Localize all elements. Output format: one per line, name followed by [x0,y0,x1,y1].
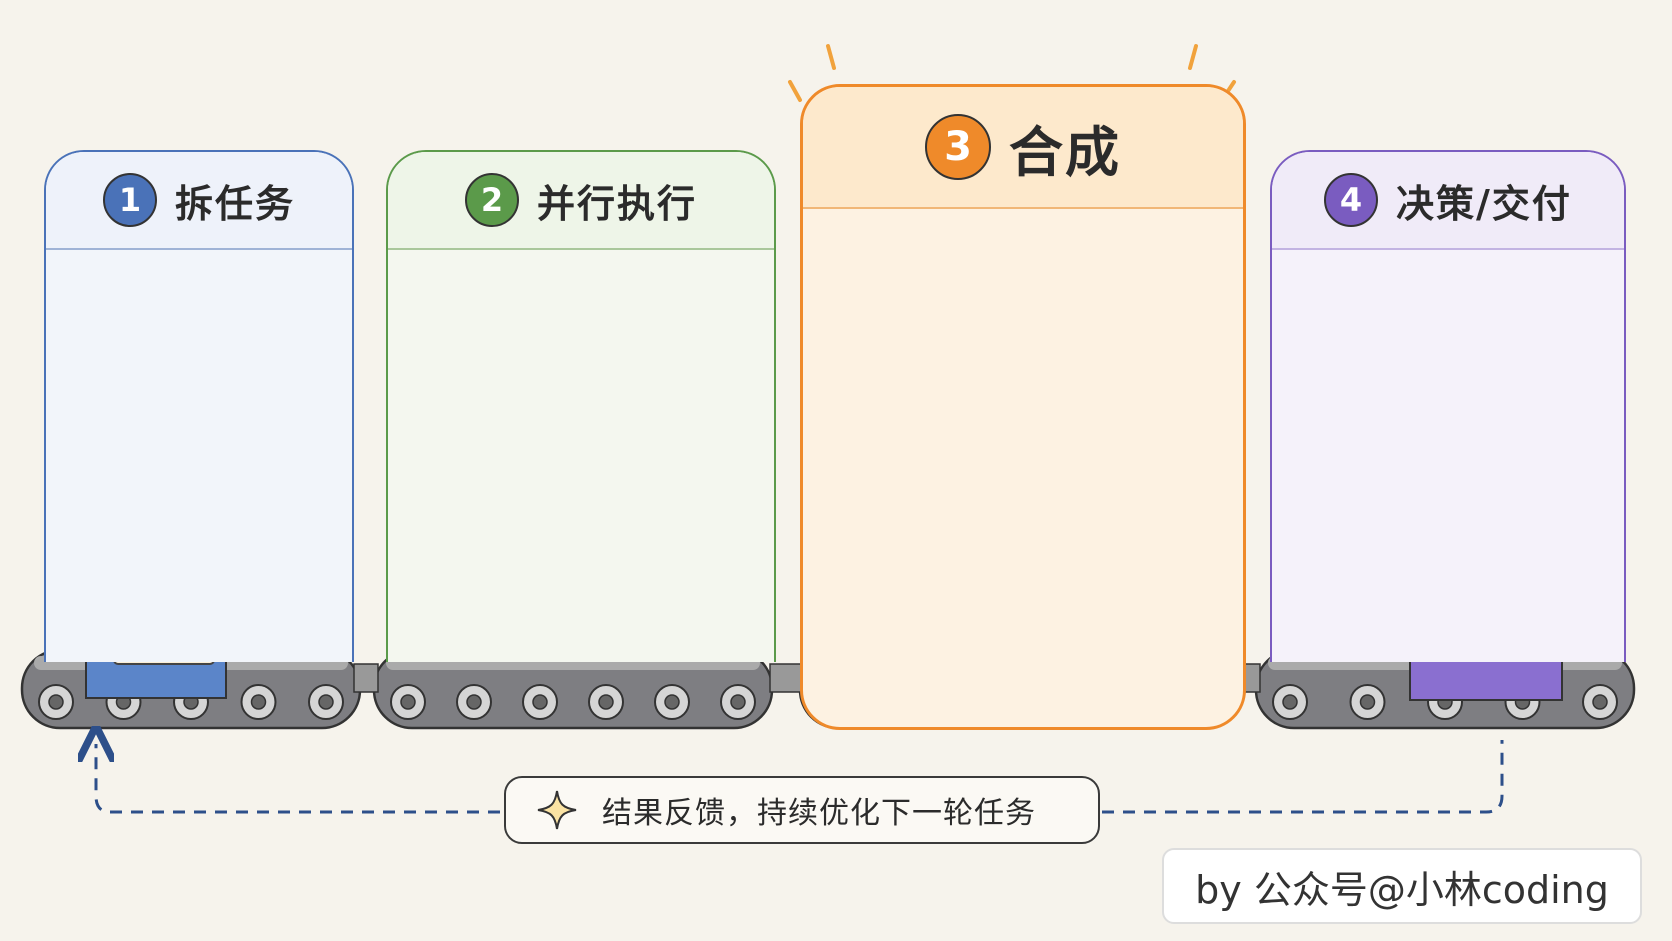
roller-hub [48,694,64,710]
roller-hub [664,694,680,710]
step-title: 拆任务 [174,181,295,226]
roller-hub [318,694,334,710]
roller-hub [730,694,746,710]
step-number-badge: 1 [102,173,157,227]
roller-hub [1592,694,1608,710]
step-number-badge: 2 [464,173,519,227]
feedback-loop-arrow [96,744,500,814]
sparkle-icon [537,790,577,830]
glow-ray [788,80,802,102]
belt-joint [769,663,805,693]
step-title: 并行执行 [536,181,697,226]
roller-hub [1282,694,1298,710]
conveyor-belt [372,648,774,730]
panel-decide-deliver: 4 决策/交付 [1270,150,1626,662]
feedback-text: 结果反馈，持续优化下一轮任务 [602,796,1036,831]
step-number-badge: 4 [1324,173,1379,227]
panel-header: 2 并行执行 [388,152,774,250]
roller-hub [532,694,548,710]
roller-hub [250,694,267,710]
step-title: 合成 [1009,120,1121,184]
credit-label: by 公众号@小林coding [1162,848,1642,924]
step-number-badge: 3 [925,114,991,180]
panel-parallel-exec: 2 并行执行 [386,150,776,662]
glow-ray [1188,44,1198,70]
glow-ray [826,44,836,70]
panel-header: 3 合成 [803,87,1243,209]
belt-joint [353,663,379,693]
panel-synthesize: 3 合成 [800,84,1246,730]
roller-hub [1359,694,1376,710]
roller-hub [598,694,614,710]
step-title: 决策/交付 [1396,181,1572,226]
panel-split-tasks: 1 拆任务 [44,150,354,662]
panel-header: 4 决策/交付 [1272,152,1624,250]
panel-header: 1 拆任务 [46,152,352,250]
feedback-loop-line [1102,740,1504,814]
roller-hub [400,694,416,710]
roller-hub [466,694,482,710]
feedback-banner: 结果反馈，持续优化下一轮任务 [504,776,1100,844]
